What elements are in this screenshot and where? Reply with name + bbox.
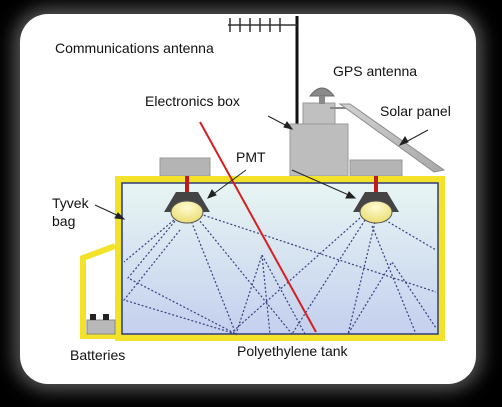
pointer-arrows [94,115,429,220]
photon-paths [122,213,437,336]
label-solar-panel: Solar panel [380,103,451,119]
label-batteries: Batteries [70,347,125,363]
muon-track [199,121,317,333]
label-tyvek-line1: Tyvek [52,195,90,211]
label-polyethylene-tank: Polyethylene tank [237,343,349,359]
pmt-left [164,176,210,224]
label-pmt: PMT [236,149,266,165]
lid-pad-left [159,157,211,177]
pmt-right [353,176,399,224]
lid-pad-right [349,159,403,177]
gps-antenna-icon [308,87,336,104]
label-communications-antenna: Communications antenna [55,40,214,56]
label-electronics-box: Electronics box [145,93,240,109]
label-gps-antenna: GPS antenna [333,63,417,79]
solar-panel [330,103,446,173]
electronics-box [289,102,349,177]
battery-compartment [80,243,117,339]
label-tyvek-line2: bag [52,213,75,229]
polyethylene-tank [115,176,445,341]
